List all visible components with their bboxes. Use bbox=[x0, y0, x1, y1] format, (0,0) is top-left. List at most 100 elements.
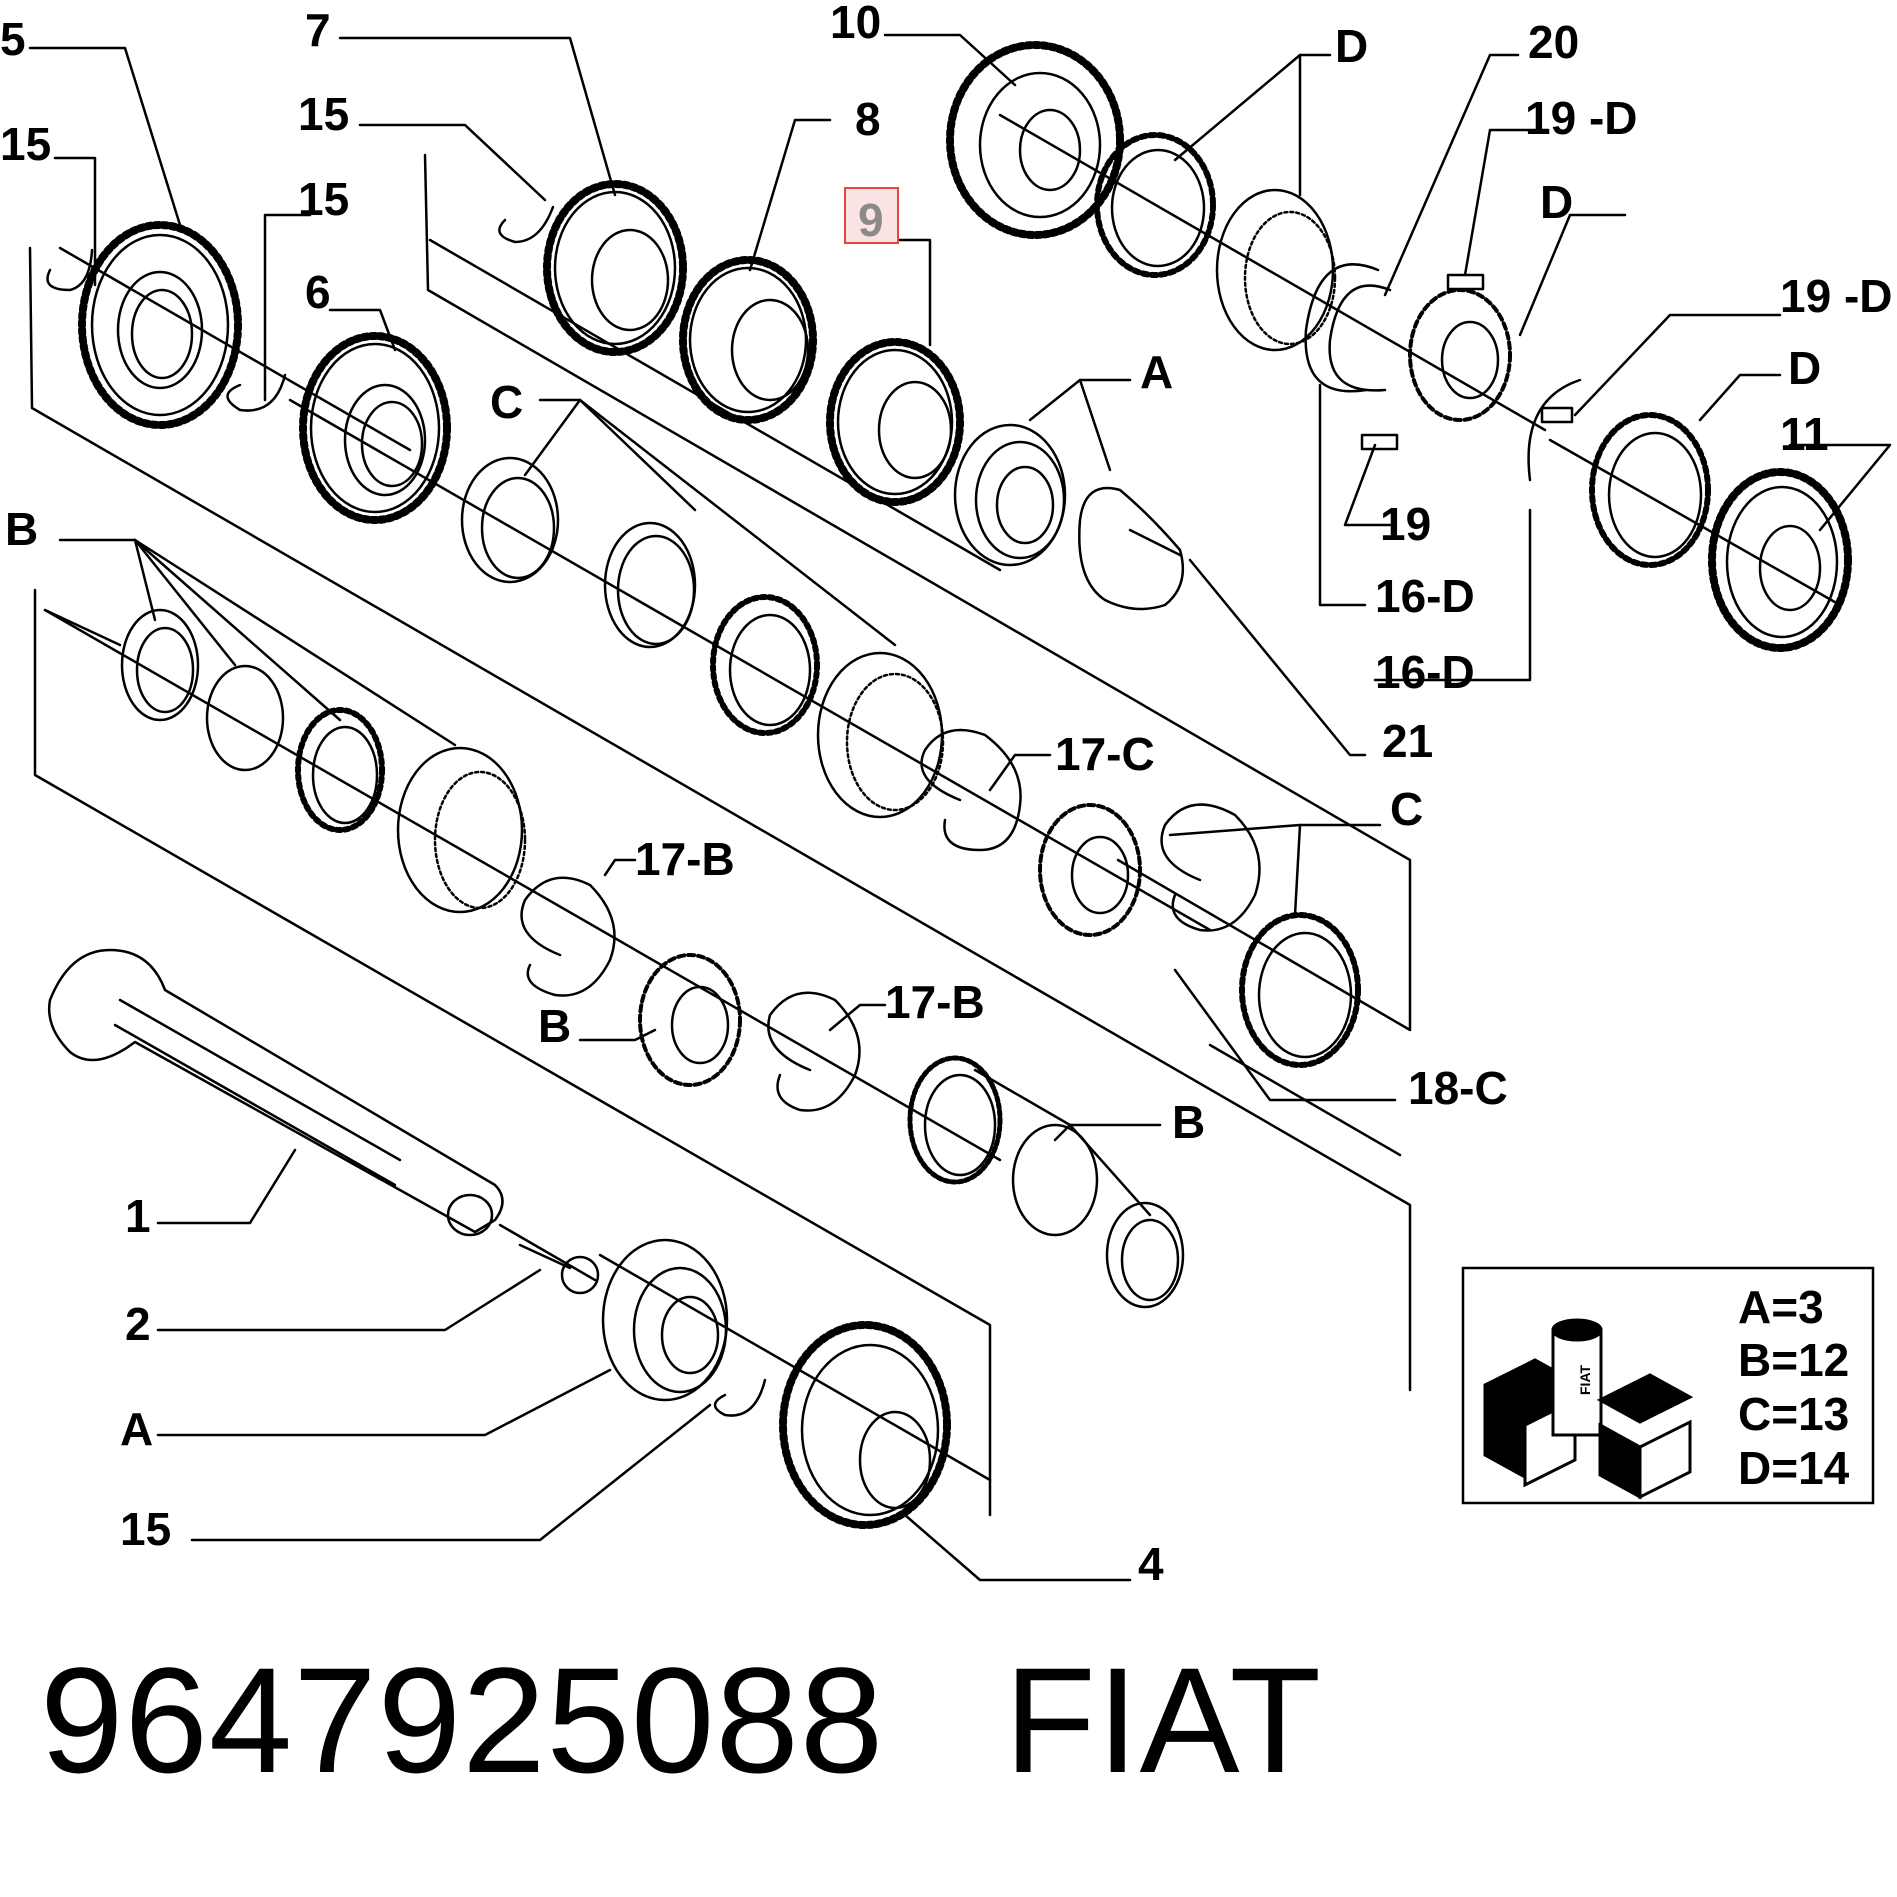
synchro-b-cone-2-inner bbox=[1120, 1218, 1180, 1302]
label-2: 2 bbox=[125, 1298, 151, 1350]
retaining-plate-21 bbox=[1078, 486, 1185, 611]
label-10: 10 bbox=[830, 0, 881, 48]
label-16-d: 16-D bbox=[1375, 570, 1475, 622]
bearing-a-upper bbox=[953, 423, 1067, 567]
label-a: A bbox=[120, 1403, 153, 1455]
part-9-gear bbox=[826, 338, 964, 506]
synchro-ring-d bbox=[1094, 132, 1216, 278]
axis-line bbox=[998, 113, 1547, 432]
bearing-a-lower bbox=[601, 1238, 729, 1402]
circlip-16d-b bbox=[1527, 378, 1582, 482]
synchro-c-cone-inner bbox=[480, 476, 556, 580]
synchro-ring-d-inner bbox=[1110, 148, 1206, 268]
synchro-b-cone-2 bbox=[1105, 1201, 1185, 1309]
spring-17b bbox=[520, 876, 616, 997]
part-9-highlight-box bbox=[844, 187, 899, 244]
group-bracket-b bbox=[33, 588, 992, 1517]
bolt-21 bbox=[1128, 528, 1182, 557]
part-labels: 5 15 7 15 15 6 8 9 10 D 20 19 -D D 19 -D… bbox=[0, 0, 1892, 1590]
part-5-gear bbox=[78, 221, 242, 429]
synchro-ring-d-right bbox=[1589, 412, 1711, 568]
key-19 bbox=[1360, 433, 1399, 451]
label-17-b: 17-B bbox=[885, 976, 985, 1028]
label-d: D bbox=[1335, 20, 1368, 72]
axis-line bbox=[288, 398, 1212, 932]
key-19d bbox=[1446, 273, 1485, 291]
synchro-c-right-inner bbox=[1257, 931, 1353, 1059]
axis-line bbox=[1548, 438, 1842, 607]
clip-15 bbox=[46, 248, 94, 292]
circlip-20 bbox=[1328, 284, 1392, 392]
synchro-c-outer bbox=[710, 594, 820, 736]
clip-15 bbox=[226, 373, 287, 412]
label-b: B bbox=[1172, 1096, 1205, 1148]
sleeve-b-inner bbox=[433, 770, 527, 910]
label-19-d: 19 -D bbox=[1780, 270, 1892, 322]
synchro-c-right bbox=[1239, 912, 1361, 1068]
sleeve-b bbox=[396, 746, 524, 914]
part-11-gear bbox=[1708, 468, 1852, 652]
part-4-gear bbox=[779, 1321, 951, 1529]
label-11: 11 bbox=[1780, 408, 1829, 460]
label-c: C bbox=[490, 376, 523, 428]
hub-d bbox=[1408, 288, 1512, 422]
group-bracket-5 bbox=[28, 246, 1412, 1392]
synchro-b-ring bbox=[205, 664, 285, 772]
hub-d-inner bbox=[1440, 320, 1500, 400]
label-1: 1 bbox=[125, 1190, 151, 1242]
part-number: 9647925088 bbox=[40, 1636, 885, 1804]
label-20: 20 bbox=[1528, 16, 1579, 68]
synchro-b-ring-2 bbox=[1011, 1123, 1099, 1237]
label-6: 6 bbox=[305, 266, 331, 318]
synchro-b-cone bbox=[120, 608, 200, 722]
hub-c-inner bbox=[1070, 835, 1130, 915]
spring-17b-2 bbox=[767, 991, 861, 1112]
synchro-b-right-inner bbox=[923, 1073, 997, 1177]
label-15: 15 bbox=[298, 88, 349, 140]
label-17-c: 17-C bbox=[1055, 728, 1155, 780]
sleeve-d-inner bbox=[1243, 210, 1337, 346]
spring-18c bbox=[1160, 803, 1261, 932]
hub-c bbox=[1038, 803, 1142, 937]
part-7-gear bbox=[543, 180, 687, 356]
part-1-input-shaft bbox=[47, 948, 504, 1237]
synchro-c-outer-inner bbox=[728, 613, 812, 727]
label-c: C bbox=[1390, 783, 1423, 835]
key-19d-2 bbox=[1540, 406, 1574, 424]
kit-icon-logo-text: FIAT bbox=[1577, 1364, 1593, 1395]
label-a: A bbox=[1140, 346, 1173, 398]
brand-name: FIAT bbox=[1004, 1636, 1323, 1804]
axis-line bbox=[498, 1223, 597, 1282]
part-8-gear bbox=[679, 256, 817, 424]
synchro-b-outer-inner bbox=[311, 725, 379, 825]
label-21: 21 bbox=[1382, 715, 1433, 767]
label-15: 15 bbox=[0, 118, 51, 170]
group-bracket-7 bbox=[423, 153, 1412, 1032]
label-19: 19 bbox=[1380, 498, 1431, 550]
kit-icon bbox=[1483, 1318, 1694, 1500]
part-10-gear bbox=[946, 41, 1124, 239]
label-7: 7 bbox=[305, 4, 331, 56]
hub-b bbox=[638, 953, 742, 1087]
label-8: 8 bbox=[855, 93, 881, 145]
label-15: 15 bbox=[298, 173, 349, 225]
legend-line-a: A=3 bbox=[1738, 1281, 1824, 1333]
part-2-bolt bbox=[518, 1243, 600, 1295]
synchro-b-outer bbox=[295, 707, 385, 833]
hub-b-inner bbox=[670, 985, 730, 1065]
label-18-c: 18-C bbox=[1408, 1062, 1508, 1114]
clip-15 bbox=[713, 1378, 767, 1417]
synchro-ring-d-right-inner bbox=[1607, 431, 1703, 559]
label-b: B bbox=[5, 503, 38, 555]
label-5: 5 bbox=[0, 13, 26, 65]
circlip-16d bbox=[1304, 263, 1380, 393]
label-b: B bbox=[538, 1000, 571, 1052]
synchro-c-ring-inner bbox=[616, 534, 696, 646]
legend-line-d: D=14 bbox=[1738, 1442, 1850, 1494]
legend-line-c: C=13 bbox=[1738, 1388, 1849, 1440]
part-6-gear bbox=[299, 332, 451, 524]
synchro-b-cone-inner bbox=[135, 626, 195, 714]
synchro-c-cone bbox=[460, 456, 560, 584]
